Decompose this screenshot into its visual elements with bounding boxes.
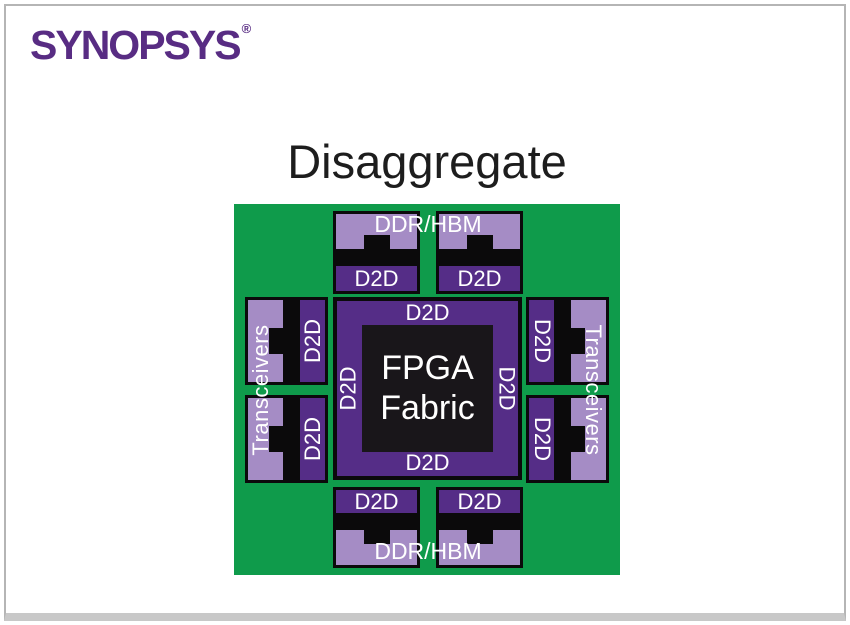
ddr-hbm-bottom-label: DDR/HBM bbox=[374, 538, 482, 564]
ddr-hbm-top-label: DDR/HBM bbox=[374, 211, 482, 237]
ddr-hbm-block-bottom-right bbox=[436, 516, 523, 568]
transceivers-block-right-bottom bbox=[557, 395, 609, 483]
slide-title: Disaggregate bbox=[287, 135, 567, 188]
d2d-block-right-top: D2D bbox=[526, 297, 557, 385]
bump-bar-icon bbox=[283, 397, 295, 481]
bump-tab-icon bbox=[571, 328, 585, 354]
d2d-ring-label-bottom: D2D bbox=[405, 450, 450, 475]
d2d-label: D2D bbox=[457, 265, 502, 291]
transceivers-block-left-bottom bbox=[245, 395, 297, 483]
bump-bar-icon bbox=[559, 397, 571, 481]
bump-bar-icon bbox=[335, 249, 418, 261]
d2d-label: D2D bbox=[529, 416, 555, 461]
bump-bar-icon bbox=[438, 518, 521, 530]
logo-text: SYNOPSYS bbox=[30, 22, 242, 68]
d2d-label: D2D bbox=[529, 318, 555, 363]
d2d-block-top-left: D2D bbox=[333, 263, 420, 294]
d2d-ring-label-top: D2D bbox=[405, 300, 450, 325]
bump-tab-icon bbox=[363, 530, 390, 544]
synopsys-logo: SYNOPSYS® bbox=[30, 22, 251, 66]
bump-tab-icon bbox=[363, 235, 390, 249]
d2d-block-right-bottom: D2D bbox=[526, 395, 557, 483]
transceivers-left-label: Transceivers bbox=[248, 324, 273, 456]
d2d-block-bottom-left: D2D bbox=[333, 487, 420, 516]
d2d-block-bottom-right: D2D bbox=[436, 487, 523, 516]
bump-bar-icon bbox=[283, 299, 295, 383]
ddr-hbm-block-bottom-left bbox=[333, 516, 420, 568]
interposer-substrate: DDR/HBM D2D D2D D2D D2D DDR/HBM D2D bbox=[234, 204, 620, 575]
bump-bar-icon bbox=[335, 518, 418, 530]
bump-tab-icon bbox=[466, 530, 493, 544]
transceivers-block-left-top bbox=[245, 297, 297, 385]
fpga-fabric-core: FPGA Fabric bbox=[362, 325, 493, 452]
d2d-ring-label-right: D2D bbox=[494, 366, 520, 411]
d2d-ring-label-left: D2D bbox=[335, 366, 361, 411]
fpga-fabric-label-line1: FPGA bbox=[381, 349, 474, 388]
d2d-label: D2D bbox=[354, 265, 399, 291]
fpga-fabric-label-line2: Fabric bbox=[380, 388, 475, 427]
d2d-block-left-bottom: D2D bbox=[297, 395, 328, 483]
transceivers-block-right-top bbox=[557, 297, 609, 385]
bump-tab-icon bbox=[269, 426, 283, 452]
d2d-block-left-top: D2D bbox=[297, 297, 328, 385]
bump-tab-icon bbox=[269, 328, 283, 354]
d2d-label: D2D bbox=[354, 488, 399, 514]
d2d-block-top-right: D2D bbox=[436, 263, 523, 294]
bump-tab-icon bbox=[466, 235, 493, 249]
registered-mark-icon: ® bbox=[241, 21, 252, 36]
bump-bar-icon bbox=[559, 299, 571, 383]
ddr-hbm-block-top-right bbox=[436, 211, 523, 263]
d2d-label: D2D bbox=[457, 488, 502, 514]
d2d-label: D2D bbox=[299, 417, 325, 462]
fpga-chiplet-assembly: D2D D2D D2D D2D FPGA Fabric bbox=[333, 297, 522, 480]
d2d-label: D2D bbox=[299, 319, 325, 364]
ddr-hbm-block-top-left bbox=[333, 211, 420, 263]
bump-bar-icon bbox=[438, 249, 521, 261]
transceivers-right-label: Transceivers bbox=[581, 324, 606, 456]
bump-tab-icon bbox=[571, 426, 585, 452]
